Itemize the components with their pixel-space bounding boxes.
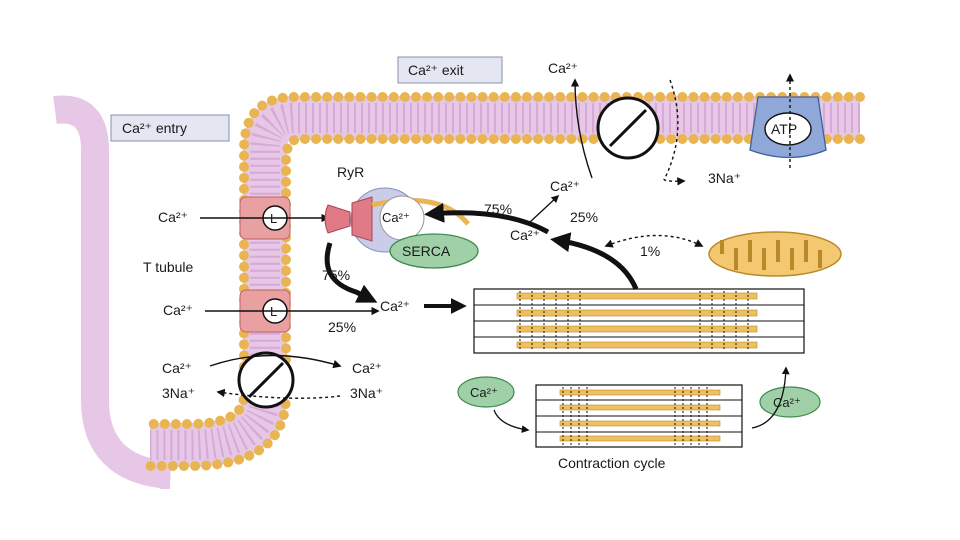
mitochondrion-icon [708,231,842,277]
ca-label-sr: Ca²⁺ [382,210,410,225]
ca-exit-label: Ca²⁺ exit [397,56,503,84]
na-label-top: 3Na⁺ [708,170,741,186]
ca-release-from-troponin-arrow [550,232,639,291]
ryr-label: RyR [337,164,364,180]
lipid-heads-outer [145,92,865,429]
outer-membrane-band [53,95,172,489]
atp-pump: ATP [749,96,827,159]
na-label-exchanger-in: 3Na⁺ [162,385,195,401]
exchanger-ca-out-arrow [570,78,593,179]
exchanger-ca-arrow-lower [209,354,342,369]
sr-uptake-arrow [424,202,550,235]
na-ca-exchanger-lower [237,351,295,409]
serca-pump: SERCA [389,233,479,269]
ca-label-exchanger-in: Ca²⁺ [162,360,192,376]
pct-1-label: 1% [640,243,660,259]
svg-text:ATP: ATP [771,121,797,137]
pct-75-uptake: 75% [484,201,512,217]
pct-75-release: 75% [322,267,350,283]
pct-25-entry: 25% [328,319,356,335]
svg-text:Ca²⁺: Ca²⁺ [773,395,801,410]
na-label-exchanger-out: 3Na⁺ [350,385,383,401]
svg-text:Ca²⁺ entry: Ca²⁺ entry [122,120,187,136]
t-tubule-label: T tubule [143,259,194,275]
lipid-heads-inner [145,134,865,471]
ca-label-exit-lower: Ca²⁺ [550,178,580,194]
na-ca-exchanger-icon [596,96,660,160]
exchanger-na-in-arrow [663,79,686,186]
svg-text:Ca²⁺ exit: Ca²⁺ exit [408,62,464,78]
contraction-cycle-label: Contraction cycle [558,455,666,471]
ca-label-exchanger-out: Ca²⁺ [352,360,382,376]
cycle-arrow-left [493,409,530,433]
svg-text:Ca²⁺: Ca²⁺ [470,385,498,400]
ca-label-cytosol: Ca²⁺ [380,298,410,314]
ca-to-exit-arrow [529,194,560,223]
ca-entry-label: Ca²⁺ entry [110,114,230,142]
cycle-arrow-right [751,366,790,429]
ca-label-exit-upper: Ca²⁺ [548,60,578,76]
ca-bubble-left: Ca²⁺ [457,376,515,408]
ca-label-dissociated: Ca²⁺ [510,227,540,243]
ca-label-entry-1: Ca²⁺ [158,209,188,225]
ca-bubble-right: Ca²⁺ [759,386,821,418]
pct-25-exit: 25% [570,209,598,225]
exchanger-na-arrow-lower [216,388,341,399]
myofilament-bundle [473,288,805,354]
svg-text:SERCA: SERCA [402,243,451,259]
ryr-release-arrow [324,242,378,303]
contraction-sarcomere [535,384,743,448]
ca-label-entry-2: Ca²⁺ [163,302,193,318]
